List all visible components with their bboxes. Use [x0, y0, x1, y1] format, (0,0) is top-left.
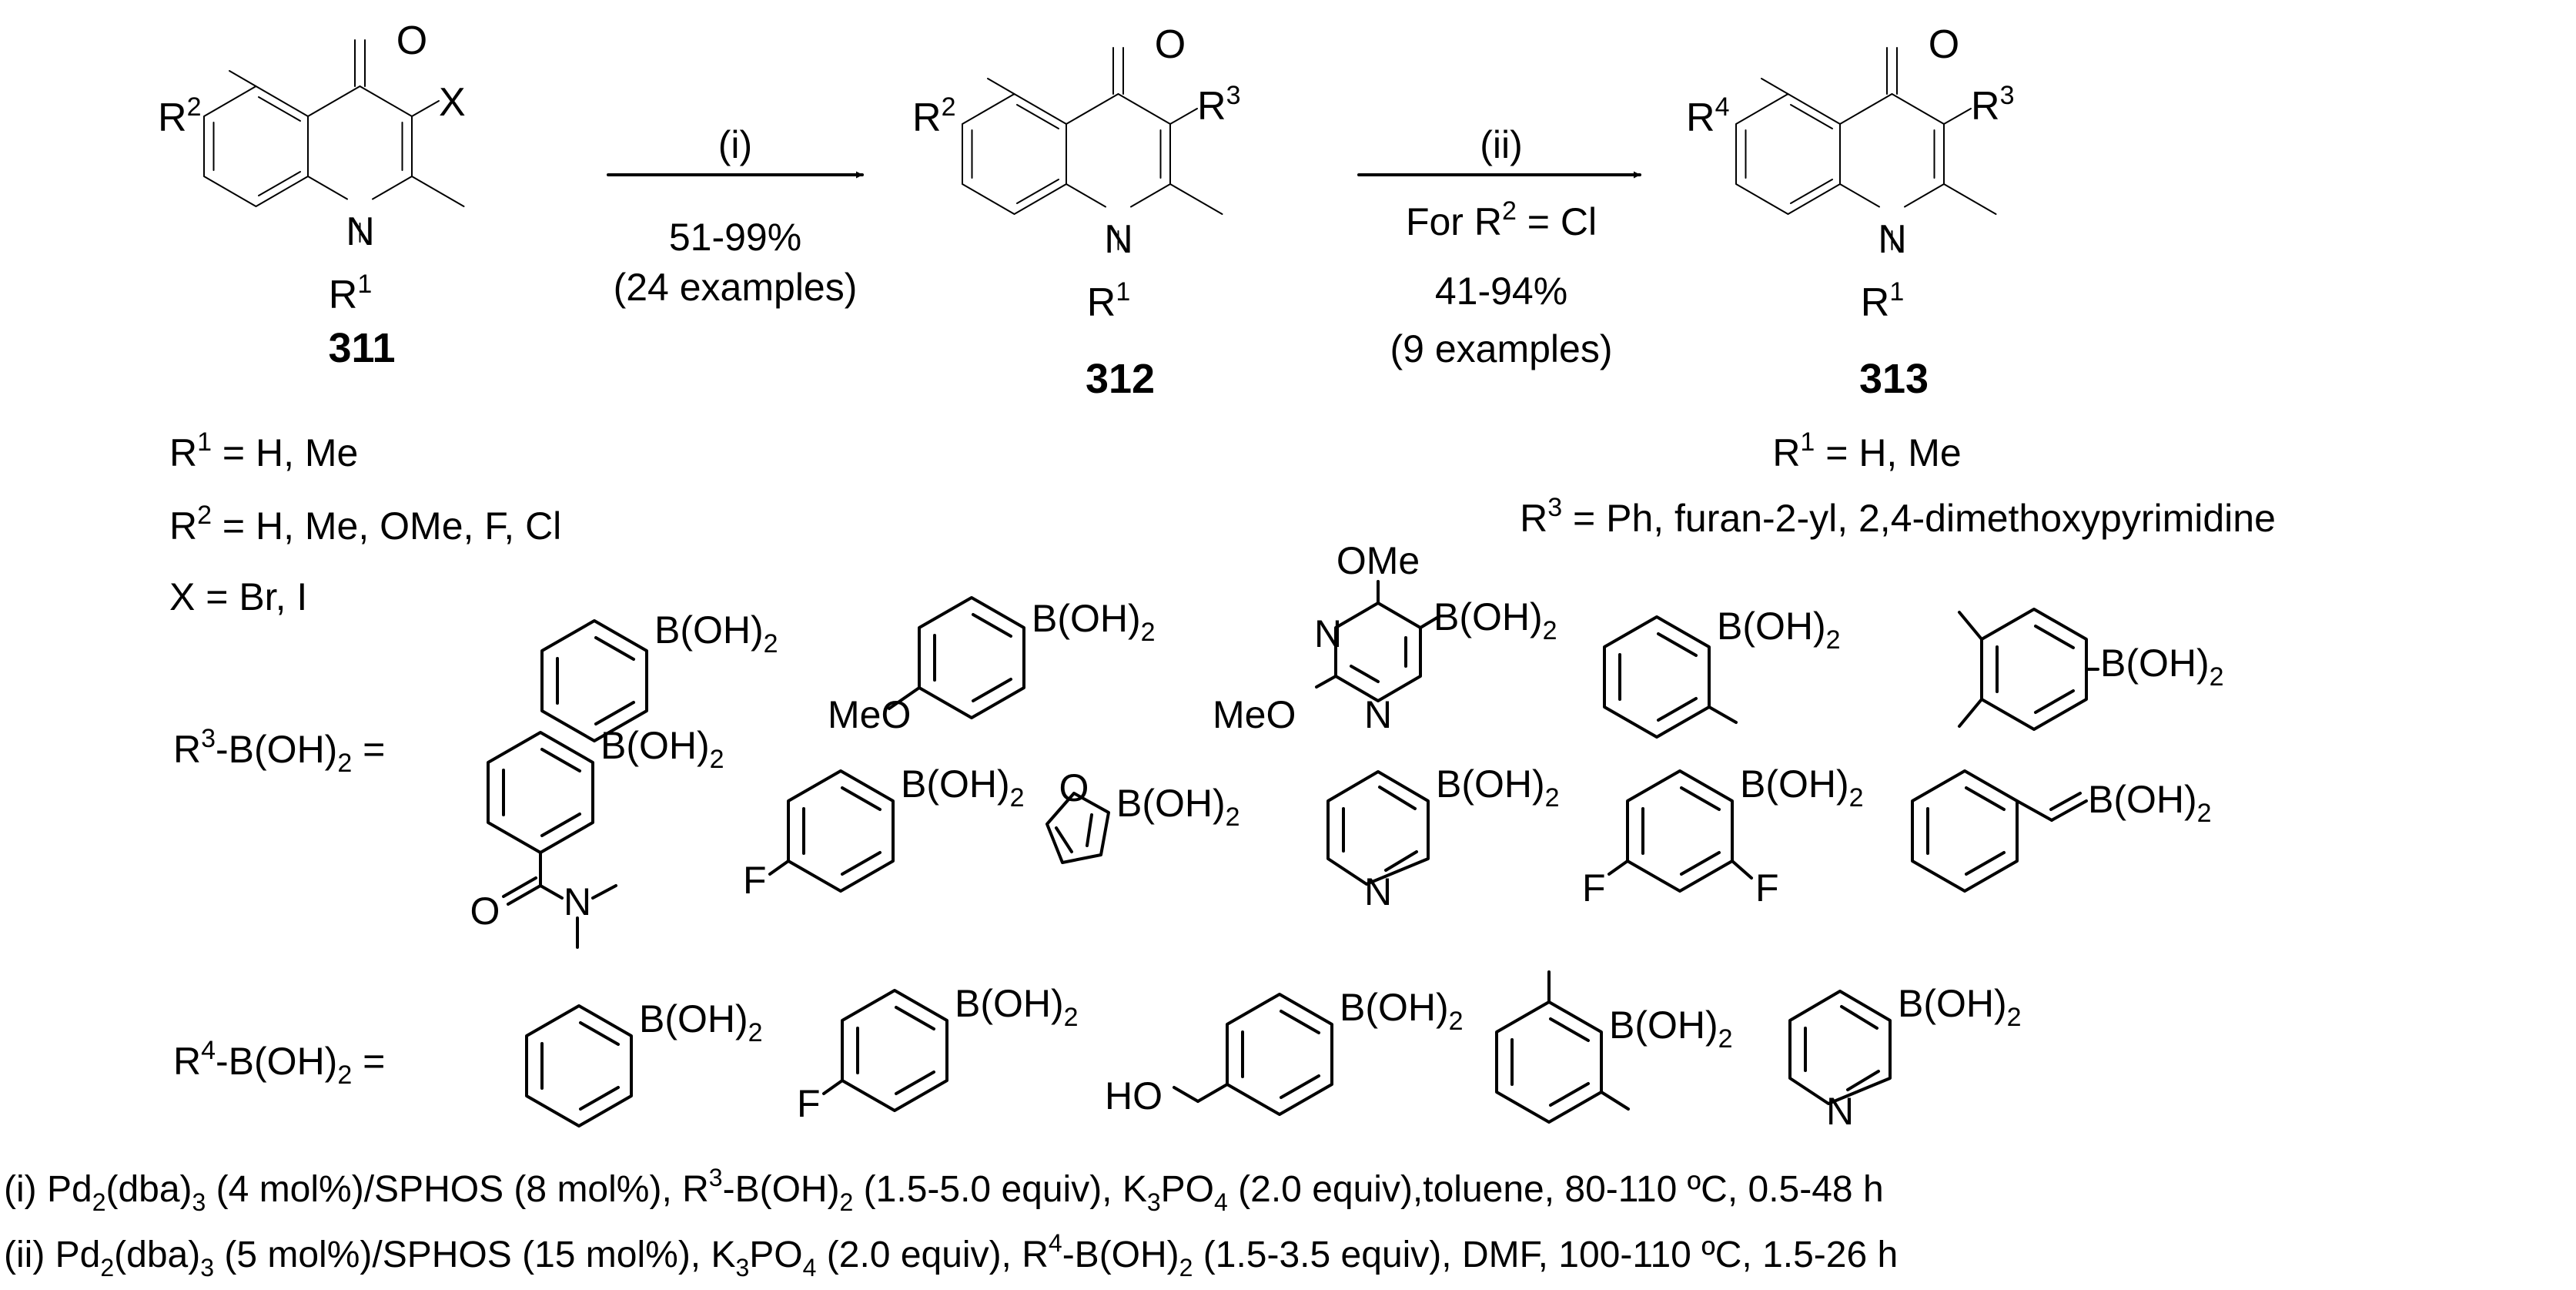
carbonyl-o: O: [1929, 22, 1959, 67]
reagent-dimethylcarbamoylphenylboronic-acid: O N B(OH)2: [470, 724, 724, 949]
boronic-acid-label: B(OH)2: [601, 724, 724, 774]
boronic-acid-label: B(OH)2: [901, 762, 1025, 813]
x-substituent: X: [439, 80, 466, 125]
boronic-acid-label: B(OH)2: [1898, 982, 2022, 1032]
reagent-dimethoxypyrimidinylboronic-acid: OMe MeO N N B(OH)2: [1213, 539, 1557, 736]
ring-n: N: [346, 209, 375, 254]
carbonyl-o: O: [1155, 22, 1186, 67]
ring-n: N: [1878, 217, 1907, 262]
condition-note: For R2 = Cl: [1406, 196, 1597, 243]
fluoro-label: F: [1755, 866, 1779, 910]
methoxy-label: MeO: [1213, 693, 1296, 736]
amide-n: N: [564, 880, 591, 923]
reagent-pyridin-3-ylboronic-acid: N B(OH)2: [1788, 982, 2022, 1133]
boronic-acid-label: B(OH)2: [1609, 1004, 1733, 1054]
boronic-acid-label: B(OH)2: [654, 608, 778, 658]
r1-definition: R1 = H, Me: [1772, 427, 1961, 474]
fluoro-label: F: [1582, 866, 1606, 910]
r2-definition: R2 = H, Me, OMe, F, Cl: [169, 501, 561, 548]
step-label: (ii): [1480, 123, 1523, 166]
reagent-2,4-difluorophenylboronic-acid: F F B(OH)2: [1582, 762, 1864, 910]
compound-312: R2 O R3 N R1 312: [912, 22, 1240, 402]
boronic-acid-label: B(OH)2: [1434, 595, 1557, 645]
condition-line-i: (i) Pd2(dba)3 (4 mol%)/SPHOS (8 mol%), R…: [4, 1164, 1884, 1216]
definitions-313: R1 = H, Me R3 = Ph, furan-2-yl, 2,4-dime…: [1520, 427, 2276, 540]
compound-number: 313: [1859, 356, 1929, 402]
boronic-acid-label: B(OH)2: [1436, 762, 1560, 813]
methoxy-label: MeO: [828, 693, 911, 736]
ring-n: N: [1314, 612, 1342, 655]
r2-label: R2: [912, 92, 955, 140]
reagent-hydroxymethylphenylboronic-acid: HO B(OH)2: [1105, 986, 1464, 1117]
r1-label: R1: [1861, 277, 1904, 325]
compound-number: 312: [1086, 356, 1155, 402]
reagent-phenylboronic-acid: B(OH)2: [540, 608, 778, 742]
r4-boronic-header: R4-B(OH)2 =: [173, 1036, 385, 1090]
ring-n: N: [1364, 870, 1392, 913]
reagent-2-methylphenylboronic-acid: B(OH)2: [1603, 605, 1841, 739]
reagent-3,5-dimethylphenylboronic-acid: B(OH)2: [1958, 608, 2224, 731]
r3-boronic-header: R3-B(OH)2 =: [173, 724, 385, 778]
example-count: (24 examples): [614, 266, 858, 309]
ring-n: N: [1364, 693, 1392, 736]
condition-line-ii: (ii) Pd2(dba)3 (5 mol%)/SPHOS (15 mol%),…: [4, 1229, 1898, 1282]
r3-label: R3: [1197, 81, 1240, 129]
boronic-acid-label: B(OH)2: [1116, 782, 1240, 832]
r4-label: R4: [1686, 92, 1729, 140]
reagent-styrylboronic-acid: B(OH)2: [1911, 769, 2212, 893]
definitions-311: R1 = H, Me R2 = H, Me, OMe, F, Cl X = Br…: [169, 427, 561, 618]
r1-label: R1: [1087, 277, 1130, 325]
reaction-arrow-2: (ii) For R2 = Cl 41-94% (9 examples): [1357, 123, 1641, 370]
yield-range: 51-99%: [669, 216, 801, 259]
carbonyl-o: O: [470, 890, 500, 933]
fluoro-label: F: [797, 1082, 821, 1125]
compound-number: 311: [328, 325, 395, 371]
boronic-acid-label: B(OH)2: [1740, 762, 1864, 813]
ring-n: N: [1104, 217, 1133, 262]
boronic-acid-label: B(OH)2: [2088, 778, 2212, 828]
r1-label: R1: [329, 270, 372, 317]
r3-label: R3: [1971, 81, 2014, 129]
hydroxyl-label: HO: [1105, 1074, 1163, 1117]
reagent-2,6-dimethylphenylboronic-acid: B(OH)2: [1495, 970, 1733, 1124]
methoxy-label: OMe: [1337, 539, 1420, 582]
r2-label: R2: [158, 92, 201, 140]
x-definition: X = Br, I: [169, 575, 307, 618]
reagent-4-methoxyphenylboronic-acid: MeO B(OH)2: [828, 596, 1156, 736]
reagent-phenylboronic-acid: B(OH)2: [525, 997, 763, 1127]
boronic-acid-label: B(OH)2: [639, 997, 763, 1047]
boronic-acid-label: B(OH)2: [1717, 605, 1841, 655]
reagent-pyridin-3-ylboronic-acid: N B(OH)2: [1326, 762, 1560, 913]
fluoro-label: F: [743, 859, 767, 902]
boronic-acid-label: B(OH)2: [955, 982, 1079, 1032]
r3-definition: R3 = Ph, furan-2-yl, 2,4-dimethoxypyrimi…: [1520, 493, 2276, 540]
r1-definition: R1 = H, Me: [169, 427, 358, 474]
reagent-4-fluorophenylboronic-acid: F B(OH)2: [797, 982, 1079, 1125]
ring-n: N: [1826, 1090, 1854, 1133]
reagent-4-fluorophenylboronic-acid: F B(OH)2: [743, 762, 1025, 902]
boronic-acid-label: B(OH)2: [1340, 986, 1464, 1036]
yield-range: 41-94%: [1435, 270, 1567, 313]
step-label: (i): [718, 123, 752, 166]
boronic-acid-label: B(OH)2: [1032, 597, 1156, 647]
reagent-furan-2-ylboronic-acid: O B(OH)2: [1045, 766, 1240, 864]
example-count: (9 examples): [1390, 327, 1613, 370]
furan-o: O: [1059, 766, 1089, 809]
boronic-acid-label: B(OH)2: [2100, 642, 2224, 692]
compound-313: R4 O R3 N R1 313: [1686, 22, 2014, 402]
carbonyl-o: O: [396, 18, 427, 63]
reaction-arrow-1: (i) 51-99% (24 examples): [607, 123, 864, 309]
compound-311: R2 O X N R1 311: [158, 18, 466, 371]
